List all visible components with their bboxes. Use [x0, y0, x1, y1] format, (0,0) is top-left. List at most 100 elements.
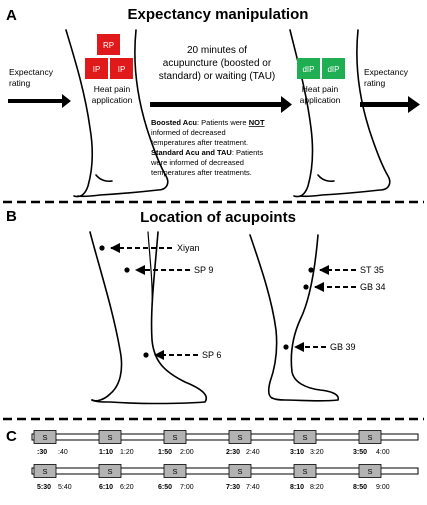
arrow-middle	[150, 96, 292, 113]
row2-block-label-4: S	[237, 467, 242, 476]
middle-line1: 20 minutes of	[187, 45, 247, 56]
left-heat-line1: Heat pain	[94, 84, 131, 94]
row1-block-3	[163, 430, 187, 444]
row1-end-time-1: :40	[58, 449, 68, 456]
row2-block-3	[163, 464, 187, 478]
pad-dip-1	[297, 58, 320, 79]
row1-start-time-5: 3:10	[290, 449, 304, 456]
label-sp6: SP 6	[202, 350, 221, 360]
row1-end-time-3: 2:00	[180, 449, 194, 456]
front-leg-sketch	[89, 231, 207, 405]
pad-ip-2-label: IP	[118, 65, 126, 74]
row2-end-time-6: 9:00	[376, 484, 390, 491]
row2-start-time-3: 6:50	[158, 484, 172, 491]
row2-end-time-5: 8:20	[310, 484, 324, 491]
row2-block-label-2: S	[107, 467, 112, 476]
timeline-bar-2	[31, 467, 419, 475]
row1-start-time-2: 1:10	[99, 449, 113, 456]
panel-b-title: Location of acupoints	[140, 209, 296, 226]
panel-a-letter: A	[6, 7, 17, 24]
side-leg-sketch	[249, 234, 340, 402]
row-1-labels: :30 :40 1:10 1:20 1:50 2:00 2:30 2:40 3:10 3:20 3:…	[37, 449, 390, 456]
middle-line2: acupuncture (boosted or	[163, 58, 272, 69]
label-gb34: GB 34	[360, 282, 386, 292]
standard-line1: Standard Acu and TAU: Patients	[151, 148, 263, 157]
right-rating-line2: rating	[364, 78, 386, 88]
row2-start-time-5: 8:10	[290, 484, 304, 491]
label-sp9: SP 9	[194, 265, 213, 275]
row2-block-label-3: S	[172, 467, 177, 476]
row1-start-time-3: 1:50	[158, 449, 172, 456]
right-heat-line2: application	[300, 95, 341, 105]
row2-end-time-1: 5:40	[58, 484, 72, 491]
acupoint-arrows	[110, 243, 356, 360]
arrow-left-in	[8, 94, 71, 108]
row1-start-time-4: 2:30	[226, 449, 240, 456]
boosted-line3: temperatures after treatment.	[151, 138, 248, 147]
row1-block-2	[98, 430, 122, 444]
panel-c-letter: C	[6, 428, 17, 445]
row2-start-time-2: 6:10	[99, 484, 113, 491]
pad-dip-1-label: dIP	[302, 65, 314, 74]
row1-start-time-1: :30	[37, 449, 47, 456]
row1-end-time-2: 1:20	[120, 449, 134, 456]
row1-block-6	[358, 430, 382, 444]
panel-a-title: Expectancy manipulation	[128, 6, 309, 23]
boosted-line2: informed of decreased	[151, 128, 226, 137]
pad-ip-1-label: IP	[93, 65, 101, 74]
dot-xiyan	[99, 245, 105, 251]
left-leg-sketch-a	[65, 29, 169, 198]
right-rating-line1: Expectancy	[364, 67, 409, 77]
right-heat-line1: Heat pain	[302, 84, 339, 94]
row2-block-5	[293, 464, 317, 478]
label-st35: ST 35	[360, 265, 384, 275]
timeline-bar-1	[31, 433, 419, 441]
row1-block-label-4: S	[237, 433, 242, 442]
row2-start-time-6: 8:50	[353, 484, 367, 491]
acupoint-dots	[99, 245, 314, 358]
row1-block-4	[228, 430, 252, 444]
right-heat-pads: dIP dIP	[297, 58, 345, 79]
row2-block-label-1: S	[42, 467, 47, 476]
pad-dip-2-label: dIP	[327, 65, 339, 74]
middle-line3: standard) or waiting (TAU)	[159, 71, 276, 82]
left-heat-line2: application	[92, 95, 133, 105]
standard-line3: temperatures after treatments.	[151, 168, 252, 177]
row1-block-1	[33, 430, 57, 444]
row2-block-6	[358, 464, 382, 478]
arrow-right-out	[360, 96, 420, 113]
row1-block-5	[293, 430, 317, 444]
right-leg-sketch-a	[289, 29, 391, 198]
dot-sp6	[143, 352, 149, 358]
row2-end-time-3: 7:00	[180, 484, 194, 491]
row1-block-label-2: S	[107, 433, 112, 442]
dot-sp9	[124, 267, 130, 273]
dot-st35	[308, 267, 314, 273]
row1-block-label-5: S	[302, 433, 307, 442]
row1-end-time-4: 2:40	[246, 449, 260, 456]
row2-block-4	[228, 464, 252, 478]
pad-ip-2	[110, 58, 133, 79]
row2-block-label-6: S	[367, 467, 372, 476]
row1-end-time-5: 3:20	[310, 449, 324, 456]
boosted-line1: Boosted Acu: Patients were NOT	[151, 118, 265, 127]
row1-start-time-6: 3:50	[353, 449, 367, 456]
dot-gb39	[283, 344, 289, 350]
row2-start-time-4: 7:30	[226, 484, 240, 491]
pad-rp	[97, 34, 120, 55]
panel-b-letter: B	[6, 208, 17, 225]
row2-end-time-2: 6:20	[120, 484, 134, 491]
label-gb39: GB 39	[330, 342, 356, 352]
row1-block-label-1: S	[42, 433, 47, 442]
row1-end-time-6: 4:00	[376, 449, 390, 456]
pad-ip-1	[85, 58, 108, 79]
row2-end-time-4: 7:40	[246, 484, 260, 491]
left-rating-line2: rating	[9, 78, 31, 88]
left-rating-line1: Expectancy	[9, 67, 54, 77]
